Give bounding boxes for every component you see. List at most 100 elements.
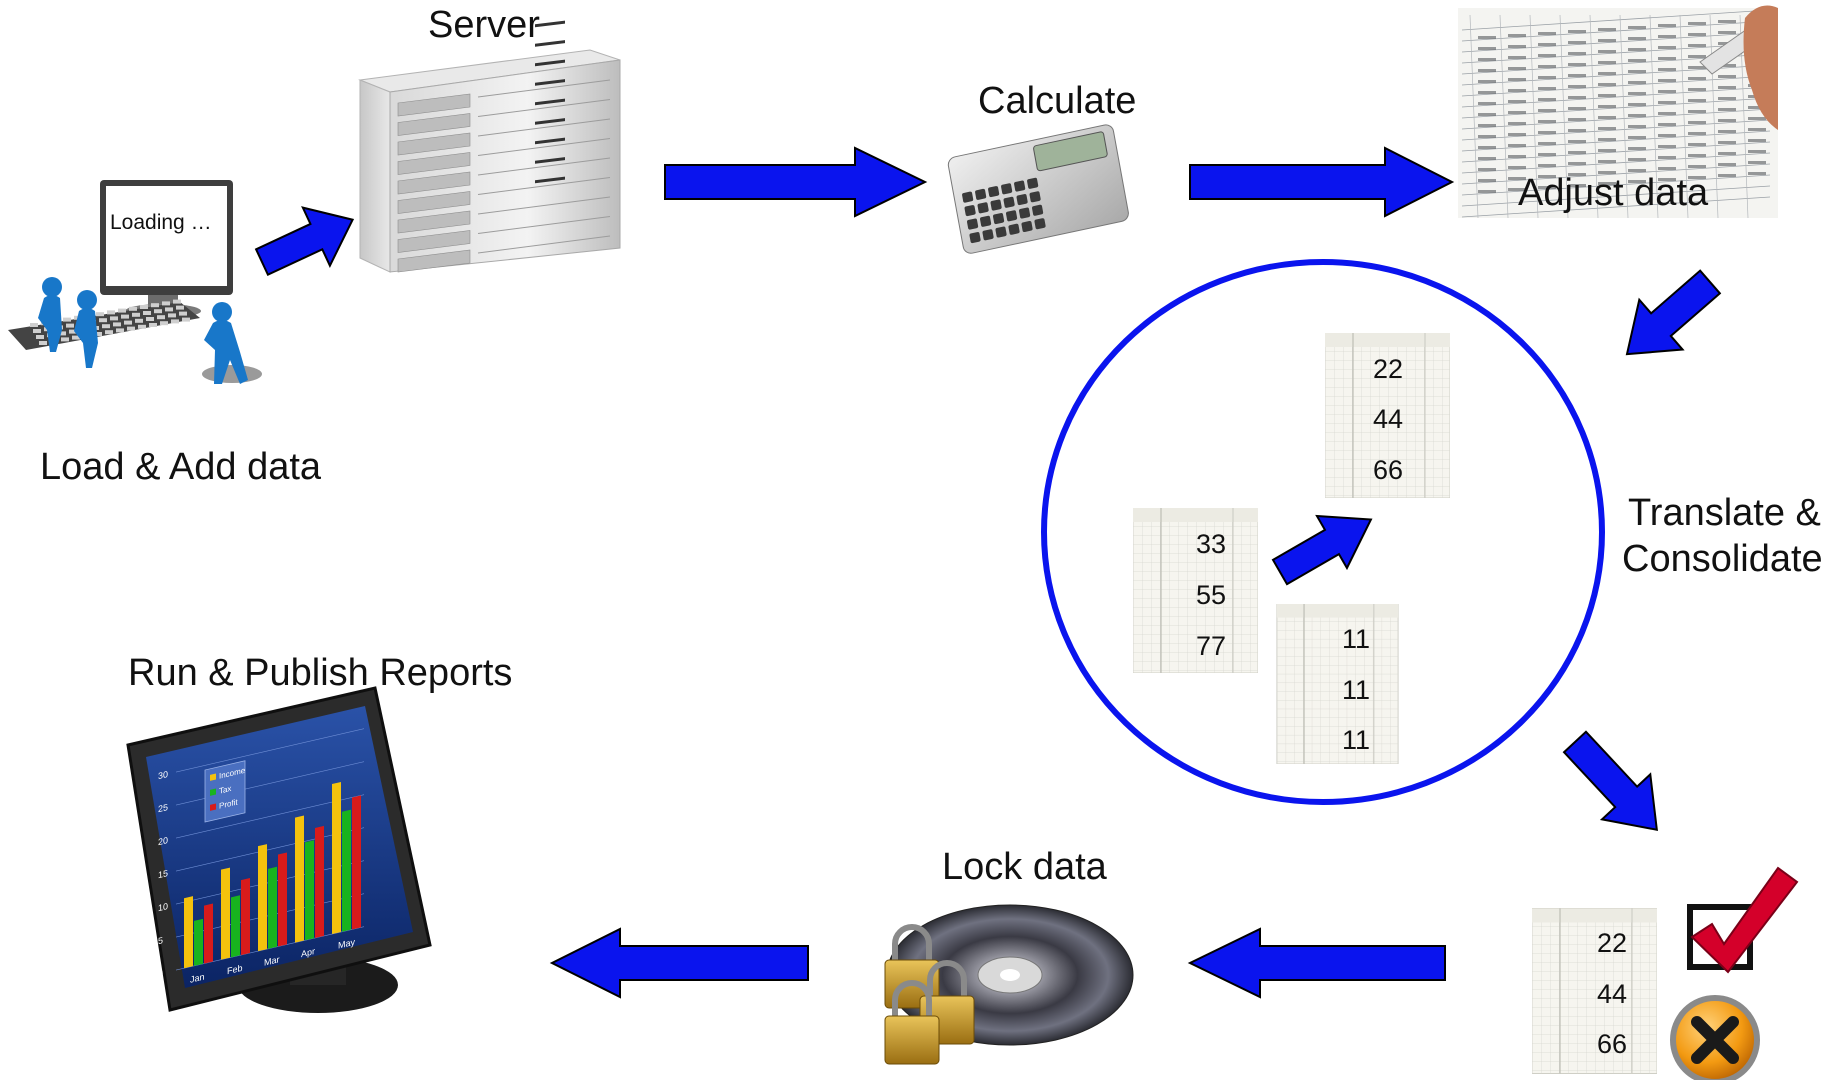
sheet-figure	[1688, 154, 1706, 157]
sheet-col-line	[1709, 14, 1719, 219]
sheet-figure	[1628, 81, 1646, 84]
sheet-figure	[1628, 70, 1646, 73]
server-handle	[535, 157, 565, 164]
sheet-figure	[1628, 158, 1646, 161]
sheet-figure	[1628, 169, 1646, 172]
sheet-figure	[1628, 103, 1646, 106]
sheet-figure	[1748, 150, 1766, 153]
sheet-figure	[1478, 135, 1496, 138]
keyboard-key	[99, 318, 107, 323]
sheet-figure	[1628, 37, 1646, 40]
sheet-figure	[1658, 156, 1676, 159]
keyboard-key	[72, 335, 80, 340]
keyboard-key	[179, 311, 187, 316]
server-seam	[477, 118, 611, 137]
consolidate-label-line2: Consolidate	[1622, 538, 1823, 580]
arrow-calculate-to-adjust	[1189, 146, 1455, 218]
sheet-figure	[1568, 41, 1586, 44]
calc-key	[1034, 218, 1046, 230]
report-bar	[295, 815, 304, 943]
arrow-translate-to-approval	[1562, 730, 1658, 831]
keyboard-key	[107, 310, 115, 315]
sheet-figure	[1718, 174, 1736, 177]
ledger-sheet-approval: 22 44 66	[1532, 907, 1657, 1075]
sheet-col-line	[1589, 14, 1599, 219]
server-vent	[397, 191, 471, 214]
sheet-col-line	[1679, 14, 1689, 219]
server-handle	[535, 137, 565, 145]
ledger-sheet-bottom: 11 11 11	[1276, 604, 1399, 764]
sheet-figure	[1568, 140, 1586, 143]
report-legend: Income Tax Profit	[204, 760, 246, 823]
sheet-figure	[1538, 43, 1556, 46]
keyboard-key	[110, 316, 118, 321]
sheet-figure	[1628, 92, 1646, 95]
person-figure-2	[74, 290, 98, 368]
sheet-figure	[1508, 78, 1526, 81]
server-handle	[535, 98, 565, 106]
arrow-lock-to-reports	[549, 927, 809, 999]
sheet-figure	[1508, 100, 1526, 103]
calc-key	[988, 186, 1000, 198]
keyboard-key	[165, 307, 173, 312]
sheet-figure	[1658, 35, 1676, 38]
report-bar	[184, 896, 193, 969]
report-y-tick: 15	[158, 868, 168, 880]
sheet-figure	[1508, 122, 1526, 125]
calc-key	[982, 229, 994, 241]
sheet-figure	[1478, 146, 1496, 149]
calc-key	[990, 199, 1002, 211]
report-bar	[352, 795, 361, 930]
keyboard-key	[160, 321, 168, 326]
report-bar	[342, 809, 351, 932]
ledger-sheet-left: 33 55 77	[1133, 508, 1258, 673]
keyboard-key	[121, 314, 129, 319]
sheet-figure	[1658, 101, 1676, 104]
server-drive-slots	[397, 20, 611, 273]
report-bar	[258, 844, 267, 952]
sheet-figure	[1688, 110, 1706, 113]
calc-key	[1008, 223, 1020, 235]
keyboard-key	[127, 326, 135, 331]
sheet-figure	[1688, 88, 1706, 91]
keyboard-key	[138, 324, 146, 329]
person-figure-3	[202, 302, 262, 384]
report-y-tick: 25	[158, 802, 168, 814]
sheet-figure	[1598, 50, 1616, 53]
sheet-figure	[1628, 136, 1646, 139]
adjust-data-label: Adjust data	[1518, 172, 1709, 214]
sheet-figure	[1718, 163, 1736, 166]
legend-tax: Tax	[219, 784, 231, 796]
sheet-figure	[1538, 186, 1556, 189]
calc-key	[1014, 180, 1026, 192]
sheet-figure	[1538, 98, 1556, 101]
sheet-figure	[1598, 28, 1616, 31]
sheet-figure	[1478, 179, 1496, 182]
calc-key	[995, 226, 1007, 238]
keyboard-key	[61, 337, 69, 342]
report-y-tick: 20	[158, 835, 168, 847]
sheet-figure	[1658, 134, 1676, 137]
ledger-top-value-3: 66	[1373, 455, 1403, 485]
keyboard-key	[154, 309, 162, 314]
sheet-figure	[1628, 114, 1646, 117]
sheet-figure	[1718, 20, 1736, 23]
disc-with-locks-icon	[884, 904, 1134, 1065]
sheet-figure	[1568, 74, 1586, 77]
sheet-figure	[1478, 190, 1496, 193]
ledger-approval-value-3: 66	[1597, 1029, 1627, 1059]
ledger-top-value-1: 22	[1373, 354, 1403, 384]
sheet-figure	[1508, 133, 1526, 136]
report-x-tick: Jan	[190, 972, 204, 985]
sheet-figure	[1688, 99, 1706, 102]
sheet-figure	[1718, 86, 1736, 89]
sheet-figure	[1598, 171, 1616, 174]
arrow-approval-to-lock	[1187, 927, 1446, 999]
server-vent	[397, 93, 471, 117]
sheet-figure	[1598, 39, 1616, 42]
sheet-figure	[1508, 89, 1526, 92]
sheet-figure	[1718, 119, 1736, 122]
keyboard-key	[171, 319, 179, 324]
sheet-figure	[1688, 143, 1706, 146]
